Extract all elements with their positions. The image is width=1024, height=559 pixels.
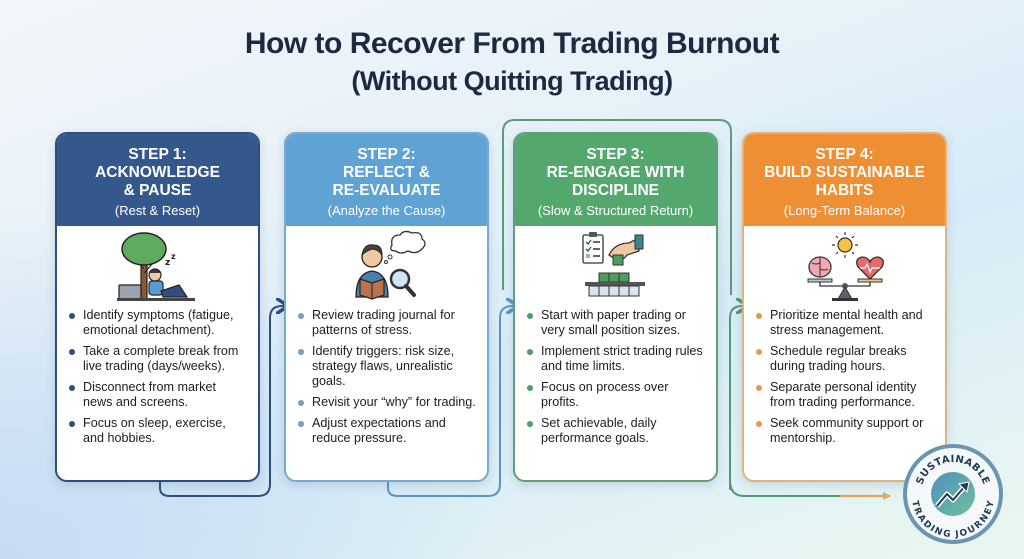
title-main: How to Recover From Trading Burnout [244,27,780,60]
step-card-3: STEP 3: RE-ENGAGE WITH DISCIPLINE (Slow … [513,132,718,482]
step-3-header: STEP 3: RE-ENGAGE WITH DISCIPLINE (Slow … [515,134,716,226]
step-4-title-line1: BUILD SUSTAINABLE [764,164,925,181]
step-4-header: STEP 4: BUILD SUSTAINABLE HABITS (Long-T… [744,134,945,226]
step-4-bullet-list: Prioritize mental health and stress mana… [744,308,945,446]
step-4-subtitle: (Long-Term Balance) [783,203,906,218]
step-card-1: STEP 1: ACKNOWLEDGE & PAUSE (Rest & Rese… [55,132,260,482]
step-3-subtitle: (Slow & Structured Return) [537,203,694,218]
list-item: Identify triggers: risk size, strategy f… [298,344,477,389]
step-4-title-line2: HABITS [815,182,874,199]
trending-up-arrow-icon [935,481,970,508]
list-item: Schedule regular breaks during trading h… [756,344,935,374]
step-1-subtitle: (Rest & Reset) [114,203,201,218]
brain-heart-balance-scale-icon [807,232,884,301]
list-item: Focus on process over profits. [527,380,706,410]
list-item: Review trading journal for patterns of s… [298,308,477,338]
step-2-title-line2: RE-EVALUATE [332,182,441,199]
step-card-2: STEP 2: REFLECT & RE-EVALUATE (Analyze t… [284,132,489,482]
step-3-bullet-list: Start with paper trading or very small p… [515,308,716,446]
step-2-bullet-list: Review trading journal for patterns of s… [286,308,487,446]
step-2-subtitle: (Analyze the Cause) [327,203,446,218]
step-4-number: STEP 4: [815,146,874,163]
sustainable-trading-journey-badge: SUSTAINABLE TRADING JOURNEY [903,444,1003,544]
step-2-title-line1: REFLECT & [343,164,430,181]
svg-text:z: z [171,252,176,261]
step-1-title-line2: & PAUSE [123,182,192,199]
svg-text:z: z [165,258,170,268]
list-item: Seek community support or mentorship. [756,416,935,446]
step-2-header: STEP 2: REFLECT & RE-EVALUATE (Analyze t… [286,134,487,226]
step-1-bullet-list: Identify symptoms (fatigue, emotional de… [57,308,258,446]
list-item: Revisit your “why” for trading. [298,395,477,410]
person-resting-under-tree-icon: z z [116,232,195,301]
step-1-header: STEP 1: ACKNOWLEDGE & PAUSE (Rest & Rese… [57,134,258,226]
step-card-4: STEP 4: BUILD SUSTAINABLE HABITS (Long-T… [742,132,947,482]
step-1-title-line1: ACKNOWLEDGE [95,164,220,181]
step-3-number: STEP 3: [586,146,645,163]
list-item: Take a complete break from live trading … [69,344,248,374]
step-3-title-line2: DISCIPLINE [572,182,659,199]
list-item: Prioritize mental health and stress mana… [756,308,935,338]
checklist-building-blocks-icon [581,232,645,297]
list-item: Implement strict trading rules and time … [527,344,706,374]
list-item: Identify symptoms (fatigue, emotional de… [69,308,248,338]
page-title: How to Recover From Trading Burnout (Wit… [0,26,1024,98]
step-1-number: STEP 1: [128,146,187,163]
list-item: Focus on sleep, exercise, and hobbies. [69,416,248,446]
step-2-number: STEP 2: [357,146,416,163]
list-item: Set achievable, daily performance goals. [527,416,706,446]
list-item: Disconnect from market news and screens. [69,380,248,410]
list-item: Adjust expectations and reduce pressure. [298,416,477,446]
person-reading-magnifier-icon [354,230,426,300]
list-item: Start with paper trading or very small p… [527,308,706,338]
step-3-title-line1: RE-ENGAGE WITH [546,164,685,181]
title-subtitle: (Without Quitting Trading) [351,66,673,96]
list-item: Separate personal identity from trading … [756,380,935,410]
